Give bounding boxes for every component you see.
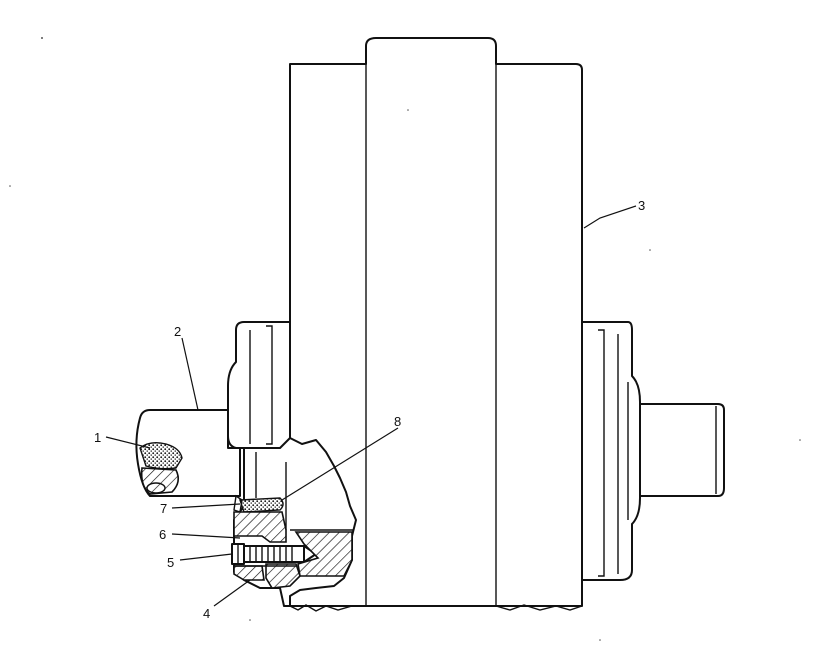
shaft-plug (139, 441, 183, 495)
callout-1: 1 (94, 430, 101, 445)
bolt-housing (233, 531, 353, 581)
callout-labels: 1 2 3 4 5 6 7 8 (94, 198, 645, 621)
roller-shell (289, 37, 583, 612)
left-end-collar (227, 321, 291, 449)
right-shaft (629, 403, 725, 497)
retainer-collar (233, 511, 287, 543)
leader-lines (105, 205, 637, 607)
callout-3: 3 (638, 198, 645, 213)
callout-8: 8 (394, 414, 401, 429)
scan-specks (9, 37, 801, 641)
callout-2: 2 (174, 324, 181, 339)
callout-4: 4 (203, 606, 210, 621)
right-end-collar (579, 321, 641, 581)
collar-washer (234, 563, 301, 589)
callout-7: 7 (160, 501, 167, 516)
callout-6: 6 (159, 527, 166, 542)
retaining-bolt (231, 543, 317, 565)
callout-5: 5 (167, 555, 174, 570)
